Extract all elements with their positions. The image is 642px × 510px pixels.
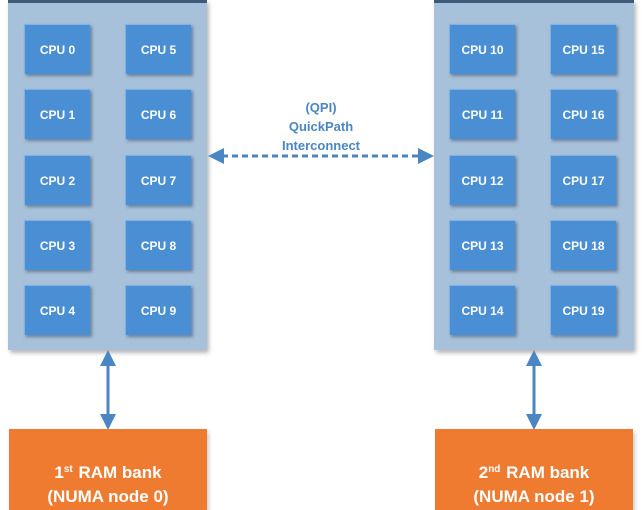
ram-bank-node: (NUMA node 1) xyxy=(473,487,595,506)
cpu-socket-0: CPU 0 CPU 5 CPU 1 CPU 6 CPU 2 CPU 7 CPU … xyxy=(8,0,207,350)
cpu-core: CPU 6 xyxy=(125,89,191,139)
interconnect-label-line: (QPI) xyxy=(305,100,337,115)
cpu-core: CPU 2 xyxy=(24,155,90,205)
ram-bank-title: 2nd RAM bank xyxy=(478,463,590,482)
cpu-core: CPU 11 xyxy=(449,89,515,139)
cpu-core: CPU 19 xyxy=(550,285,616,335)
ram-bank-0: 1st RAM bank (NUMA node 0) xyxy=(9,429,207,510)
cpu-core: CPU 12 xyxy=(449,155,515,205)
ram-bank-node: (NUMA node 0) xyxy=(47,487,169,506)
cpu-core: CPU 16 xyxy=(550,89,616,139)
cpu-core: CPU 9 xyxy=(125,285,191,335)
cpu-core: CPU 1 xyxy=(24,89,90,139)
cpu-core: CPU 10 xyxy=(449,24,515,74)
interconnect-label: (QPI) QuickPath Interconnect xyxy=(258,98,384,155)
ram-bank-1: 2nd RAM bank (NUMA node 1) xyxy=(435,429,633,510)
cpu-core: CPU 4 xyxy=(24,285,90,335)
cpu-core: CPU 8 xyxy=(125,220,191,270)
cpu-core: CPU 5 xyxy=(125,24,191,74)
cpu-core: CPU 14 xyxy=(449,285,515,335)
qpi-arrow xyxy=(208,148,434,164)
interconnect-label-line: Interconnect xyxy=(281,138,360,153)
memory-link-arrow-0 xyxy=(100,350,116,430)
cpu-core: CPU 18 xyxy=(550,220,616,270)
cpu-core: CPU 0 xyxy=(24,24,90,74)
ram-bank-title: 1st RAM bank xyxy=(54,463,162,482)
cpu-core: CPU 13 xyxy=(449,220,515,270)
socket-top-edge xyxy=(8,0,207,3)
socket-top-edge xyxy=(434,0,634,3)
interconnect-label-line: QuickPath xyxy=(288,119,354,134)
cpu-core: CPU 7 xyxy=(125,155,191,205)
memory-link-arrow-1 xyxy=(526,350,542,430)
cpu-socket-1: CPU 10 CPU 15 CPU 11 CPU 16 CPU 12 CPU 1… xyxy=(434,0,634,350)
cpu-core: CPU 3 xyxy=(24,220,90,270)
cpu-core: CPU 17 xyxy=(550,155,616,205)
cpu-core: CPU 15 xyxy=(550,24,616,74)
